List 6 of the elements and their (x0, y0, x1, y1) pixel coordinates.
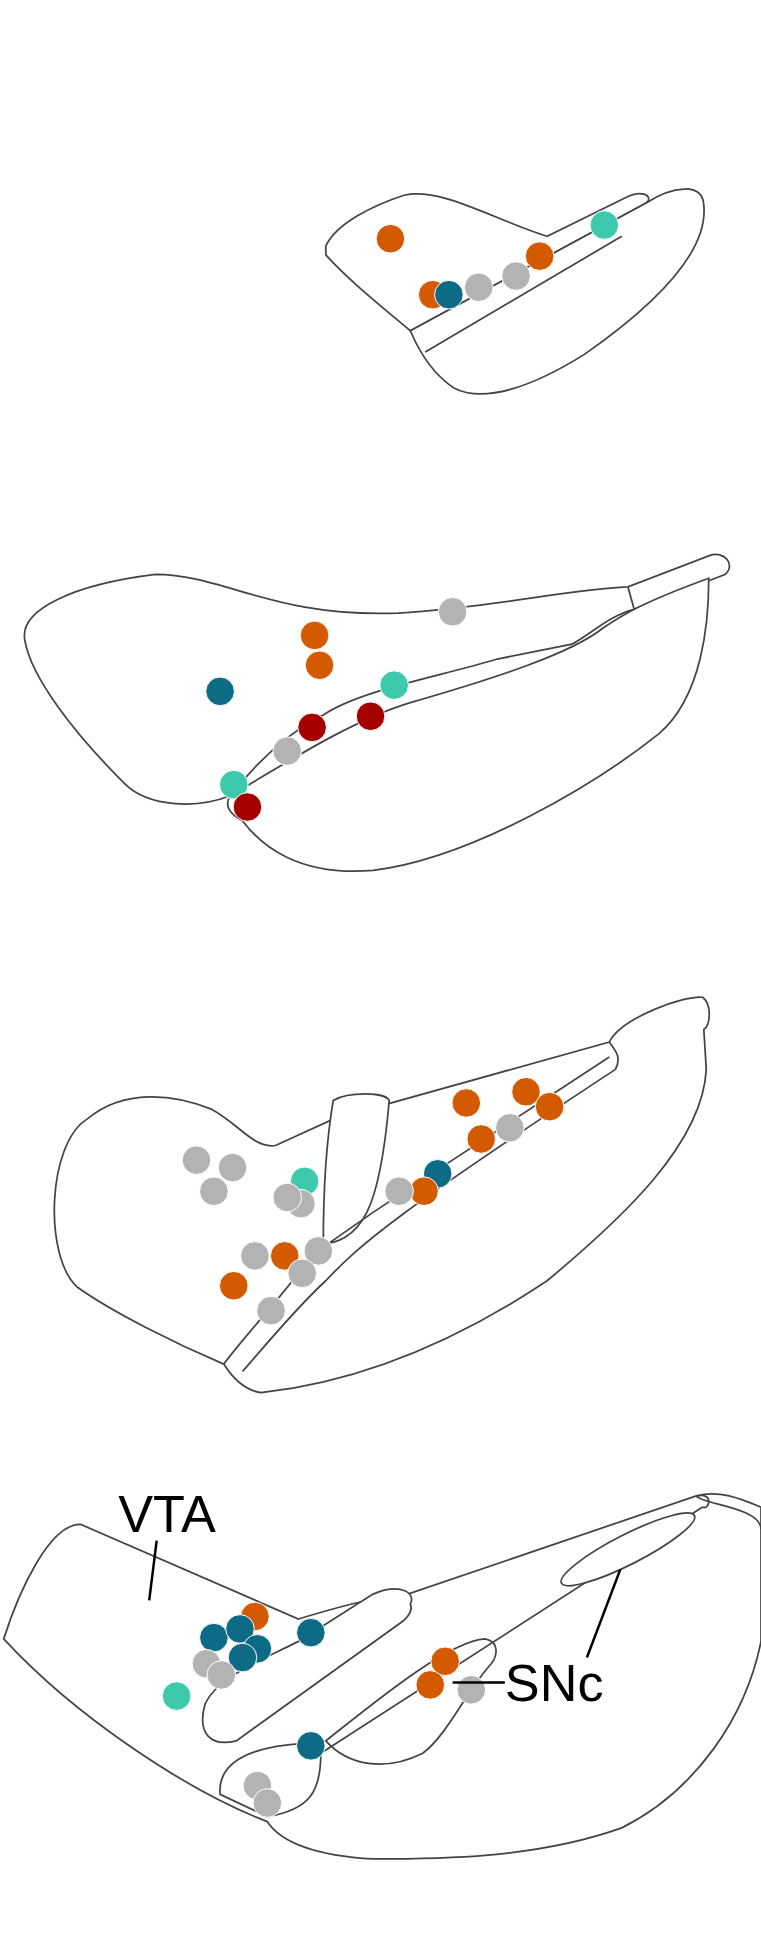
leader-line (585, 1569, 622, 1658)
leader-line (148, 1540, 158, 1601)
region-outline (560, 1512, 696, 1587)
region-label: SNc (504, 1657, 604, 1710)
leader-line (452, 1681, 505, 1684)
region-label: VTA (118, 1488, 216, 1541)
